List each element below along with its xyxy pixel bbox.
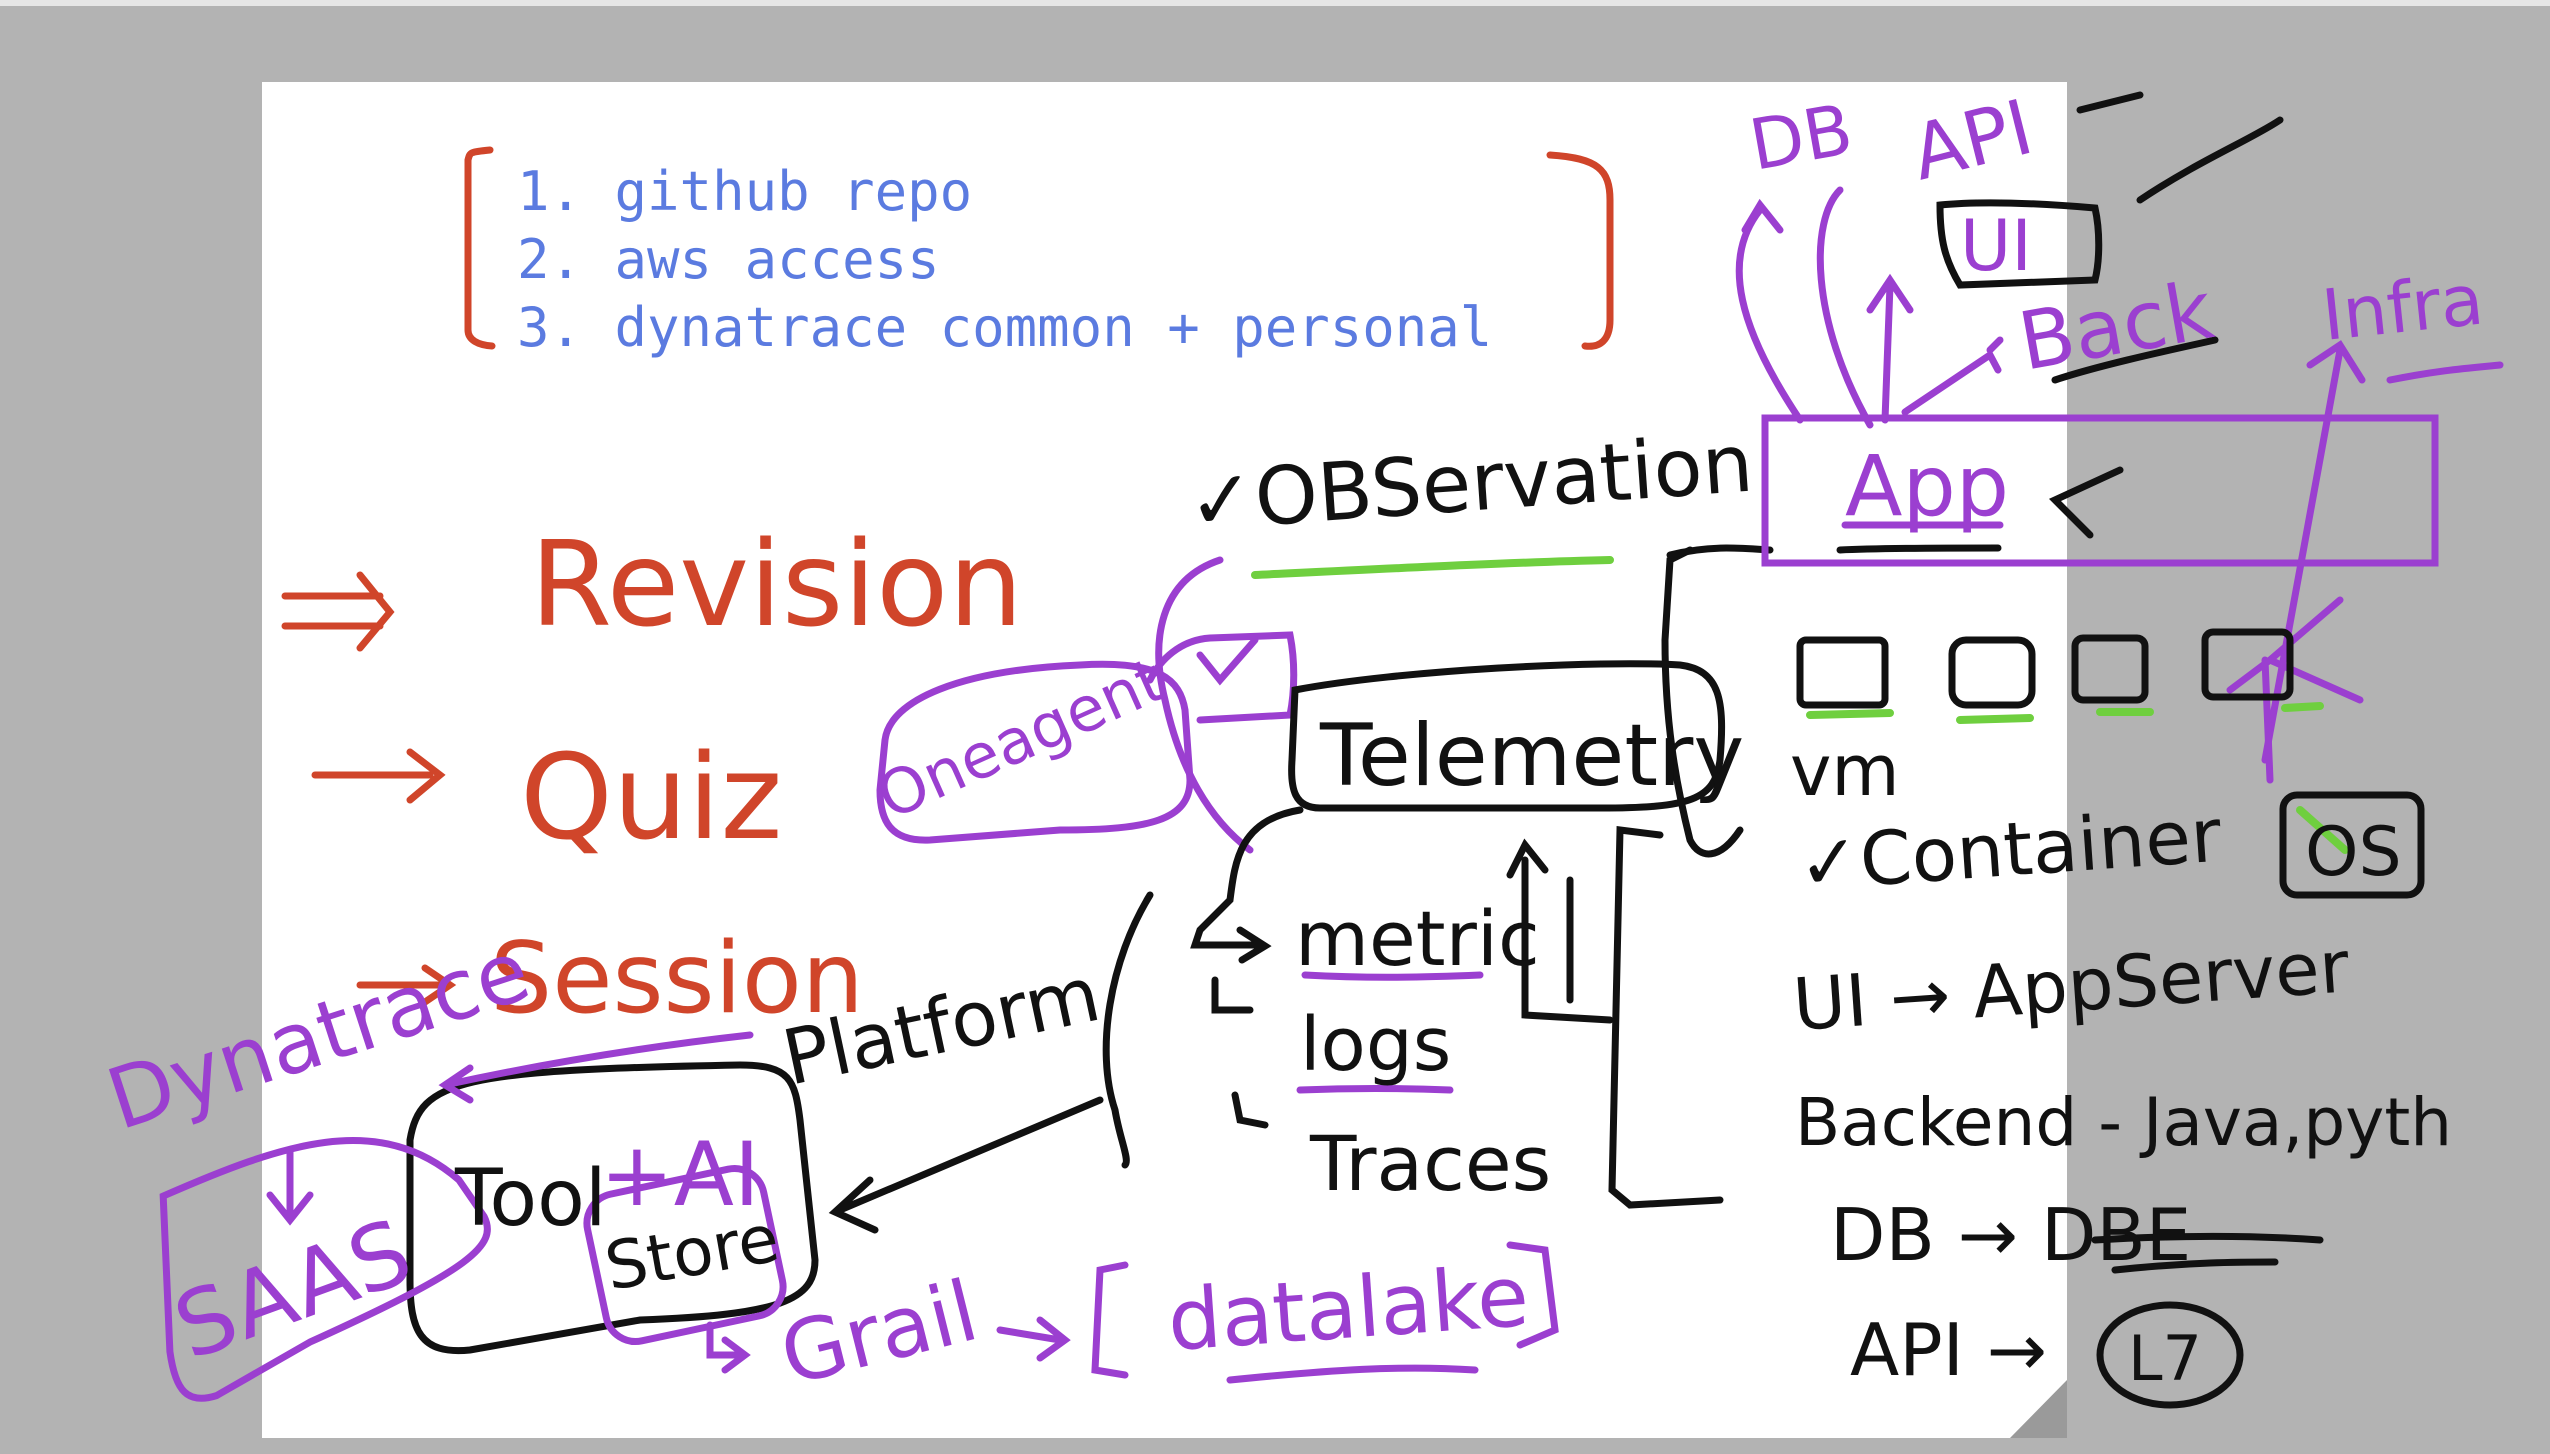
top-bar xyxy=(0,0,2550,6)
agenda-session: Session xyxy=(490,922,864,1036)
db-dbe-label: DB → DBE xyxy=(1830,1193,2191,1277)
green-underlines xyxy=(1251,556,2349,854)
top-right: DB API UI Back Infra App xyxy=(1744,82,2488,535)
backend-label: Backend - Java,pyth xyxy=(1795,1084,2452,1161)
app-label: App xyxy=(1845,437,2009,535)
agenda: Revision Quiz Session xyxy=(490,515,1023,1036)
checklist-item: 2. aws access xyxy=(517,228,940,291)
checklist-item: 1. github repo xyxy=(517,160,972,223)
tool-label: Tool xyxy=(454,1154,607,1244)
vm-squares xyxy=(1796,628,2294,709)
vm-label: vm xyxy=(1790,730,1900,812)
os-box xyxy=(2279,791,2425,899)
right-list-lines xyxy=(2091,791,2425,1409)
api-l7-label: API → xyxy=(1850,1308,2047,1392)
l7-label: L7 xyxy=(2128,1322,2202,1395)
top-right-black-lines xyxy=(1836,91,2284,554)
checklist-brackets xyxy=(464,146,1614,350)
traces-label: Traces xyxy=(1309,1119,1551,1208)
checklist-item: 3. dynatrace common + personal xyxy=(517,296,1492,359)
left-purple-lines xyxy=(159,1031,1559,1402)
top-right-purple-lines xyxy=(1735,186,2504,784)
l7-circle xyxy=(2096,1301,2244,1409)
page-fold xyxy=(2010,1380,2067,1438)
agenda-arrows xyxy=(281,571,457,1006)
db-label: DB xyxy=(1744,88,1859,186)
agenda-revision: Revision xyxy=(530,515,1023,653)
agenda-quiz: Quiz xyxy=(520,728,782,866)
infra-label: Infra xyxy=(2318,258,2487,356)
checklist: 1. github repo 2. aws access 3. dynatrac… xyxy=(517,160,1492,359)
telemetry-label: Telemetry xyxy=(1319,706,1744,806)
ai-label: +AI xyxy=(600,1123,760,1226)
metric-label: metric xyxy=(1295,894,1540,983)
telemetry-lines xyxy=(1102,544,1774,1209)
logs-label: logs xyxy=(1300,1002,1451,1088)
page-sheet xyxy=(262,82,2067,1438)
ui-label: UI xyxy=(1960,205,2032,287)
os-label: OS xyxy=(2305,813,2402,892)
app-box xyxy=(1761,414,2439,567)
